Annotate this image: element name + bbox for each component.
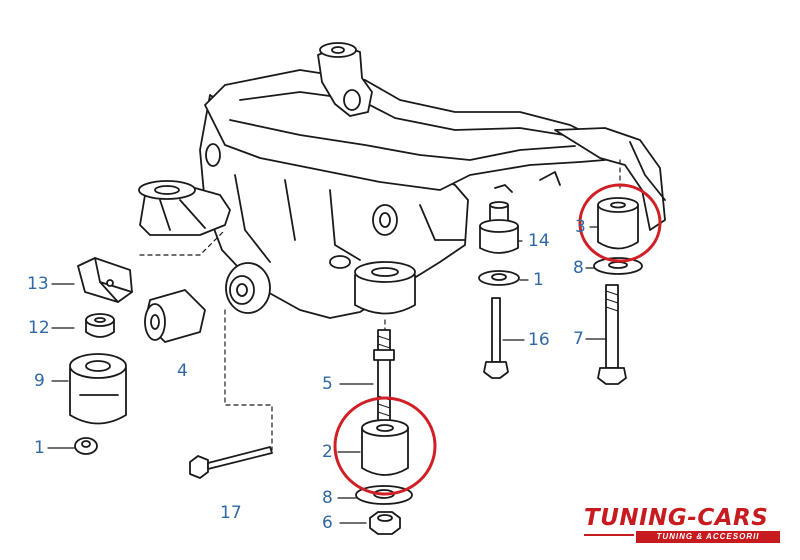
part-4-bushing <box>144 289 206 343</box>
part-5-stud <box>373 329 395 426</box>
part-8-washer-right <box>593 257 643 275</box>
part-16-bolt <box>483 297 509 379</box>
part-1-washer-right <box>478 270 520 286</box>
callout-1-left: 1 <box>34 438 45 458</box>
part-2-bushing <box>361 419 409 476</box>
callout-4: 4 <box>177 361 188 381</box>
part-7-bolt <box>597 284 627 385</box>
part-9-bushing <box>69 353 127 425</box>
subframe <box>138 42 666 319</box>
logo-underline <box>584 534 634 536</box>
callout-17: 17 <box>220 503 242 523</box>
highlight-part-2 <box>333 396 437 496</box>
part-6-nut <box>369 511 401 535</box>
callout-8-bottom: 8 <box>322 488 333 508</box>
tuning-cars-logo: TUNING-CARS TUNING & ACCESORII <box>584 505 784 545</box>
callout-2: 2 <box>322 442 333 462</box>
part-17-bolt <box>189 446 273 479</box>
callout-9: 9 <box>34 371 45 391</box>
callout-6: 6 <box>322 513 333 533</box>
callout-8-right: 8 <box>573 258 584 278</box>
part-3-bushing <box>597 197 639 250</box>
highlight-part-3 <box>578 183 662 263</box>
callout-7: 7 <box>573 329 584 349</box>
callout-16: 16 <box>528 330 550 350</box>
callout-1-right: 1 <box>533 270 544 290</box>
callout-13: 13 <box>27 274 49 294</box>
callout-14: 14 <box>528 231 550 251</box>
highlight-circles <box>333 183 662 496</box>
callout-3: 3 <box>575 217 586 237</box>
part-1-cap-left <box>74 437 98 455</box>
logo-name: TUNING-CARS <box>584 505 769 531</box>
logo-tagline: TUNING & ACCESORII <box>636 531 780 543</box>
part-13-bracket <box>77 257 133 303</box>
callout-12: 12 <box>28 318 50 338</box>
part-14-bushing <box>479 201 519 254</box>
part-12-bushing <box>85 313 115 338</box>
callout-5: 5 <box>322 374 333 394</box>
